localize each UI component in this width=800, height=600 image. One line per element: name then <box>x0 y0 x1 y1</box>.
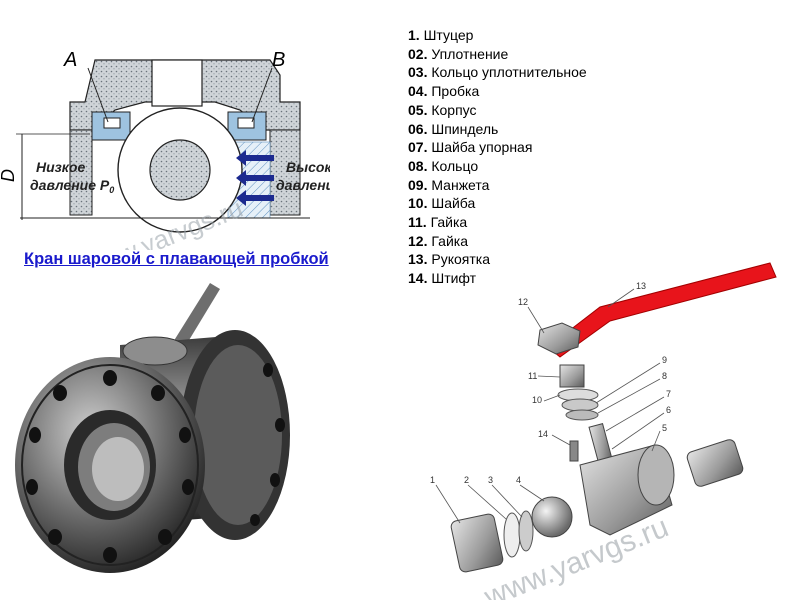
callout-labels: 12 13 11 10 9 8 7 6 5 14 1 2 3 4 <box>430 281 671 485</box>
callout-3: 3 <box>488 475 493 485</box>
part-number: 02. <box>408 45 428 62</box>
parts-list-item: 11. Гайка <box>408 213 587 232</box>
callout-13: 13 <box>636 281 646 291</box>
callout-6: 6 <box>666 405 671 415</box>
part-name: Гайка <box>427 232 468 249</box>
bolt-holes <box>26 370 194 563</box>
part-name: Шайба <box>427 195 476 212</box>
callout-7: 7 <box>666 389 671 399</box>
pressure-arrows <box>236 150 274 206</box>
flanged-valve-photo <box>0 275 312 585</box>
parts-list-item: 09. Манжета <box>408 176 587 195</box>
part-name: Штуцер <box>419 27 474 43</box>
part-number: 10. <box>408 195 428 212</box>
nut-11 <box>559 364 585 388</box>
seal-2 <box>503 512 521 558</box>
part-number: 03. <box>408 64 428 81</box>
handle <box>547 262 777 358</box>
high-pressure-label: Высокое давление P1 <box>276 159 330 195</box>
part-name: Кольцо <box>427 157 479 174</box>
parts-list-item: 08. Кольцо <box>408 157 587 176</box>
valve-title-link[interactable]: Кран шаровой с плавающей пробкой <box>24 250 329 268</box>
ring-8 <box>565 409 599 421</box>
label-d: D <box>0 169 18 182</box>
parts-list-item: 12. Гайка <box>408 232 587 251</box>
nut-12 <box>537 322 581 355</box>
parts-list-item: 10. Шайба <box>408 194 587 213</box>
part-name: Шайба упорная <box>427 139 533 156</box>
callout-14: 14 <box>538 429 548 439</box>
part-name: Пробка <box>427 83 480 100</box>
callout-11: 11 <box>528 371 537 381</box>
parts-list-item: 13. Рукоятка <box>408 250 587 269</box>
part-name: Корпус <box>427 101 477 118</box>
parts-list-item: 06. Шпиндель <box>408 120 587 139</box>
svg-text:Высокое: Высокое <box>286 159 330 175</box>
parts-list-item: 03. Кольцо уплотнительное <box>408 63 587 82</box>
label-b: B <box>272 49 285 71</box>
valve-cross-section: A B D Низкое давление P0 Высокое давлени… <box>0 49 330 250</box>
right-fitting <box>686 439 744 487</box>
svg-text:давление P0: давление P0 <box>30 177 114 195</box>
exploded-view: 12 13 11 10 9 8 7 6 5 14 1 2 3 4 www.yar… <box>430 262 777 600</box>
part-name: Рукоятка <box>427 251 490 268</box>
part-number: 06. <box>408 120 428 137</box>
part-number: 14. <box>408 270 428 287</box>
part-number: 05. <box>408 101 428 118</box>
stem-channel <box>151 59 203 107</box>
parts-list-item: 1. Штуцер <box>408 26 587 45</box>
parts-list-item: 07. Шайба упорная <box>408 138 587 157</box>
callout-4: 4 <box>516 475 521 485</box>
part-name: Манжета <box>427 176 490 193</box>
part-number: 07. <box>408 139 428 156</box>
callout-1: 1 <box>430 475 435 485</box>
part-number: 1. <box>408 27 420 43</box>
callout-2: 2 <box>464 475 469 485</box>
parts-list-item: 04. Пробка <box>408 82 587 101</box>
part-name: Уплотнение <box>427 45 509 62</box>
ring-3 <box>518 510 534 552</box>
valve-body-bottom <box>69 129 93 216</box>
parts-list-item: 02. Уплотнение <box>408 45 587 64</box>
low-pressure-label: Низкое давление P0 <box>30 159 114 195</box>
cuff-9 <box>561 398 599 412</box>
part-number: 04. <box>408 83 428 100</box>
part-number: 09. <box>408 176 428 193</box>
pin-14 <box>569 440 579 462</box>
part-number: 13. <box>408 251 428 268</box>
ball-4 <box>531 496 573 538</box>
part-name: Шпиндель <box>427 120 499 137</box>
part-number: 12. <box>408 232 428 249</box>
callout-9: 9 <box>662 355 667 365</box>
parts-list-item: 14. Штифт <box>408 269 587 288</box>
svg-text:давление P1: давление P1 <box>276 177 330 195</box>
svg-text:Низкое: Низкое <box>36 159 85 175</box>
fitting-1 <box>450 513 504 573</box>
callout-10: 10 <box>532 395 542 405</box>
part-name: Гайка <box>426 214 468 231</box>
ball-bore <box>149 139 211 201</box>
part-name: Штифт <box>427 270 477 287</box>
label-a: A <box>63 49 77 71</box>
part-number: 08. <box>408 157 428 174</box>
callout-8: 8 <box>662 371 667 381</box>
callout-12: 12 <box>518 297 528 307</box>
part-number: 11. <box>408 214 427 231</box>
seat-right <box>227 111 267 141</box>
part-name: Кольцо уплотнительное <box>427 64 587 81</box>
callout-5: 5 <box>662 423 667 433</box>
parts-list-item: 05. Корпус <box>408 101 587 120</box>
